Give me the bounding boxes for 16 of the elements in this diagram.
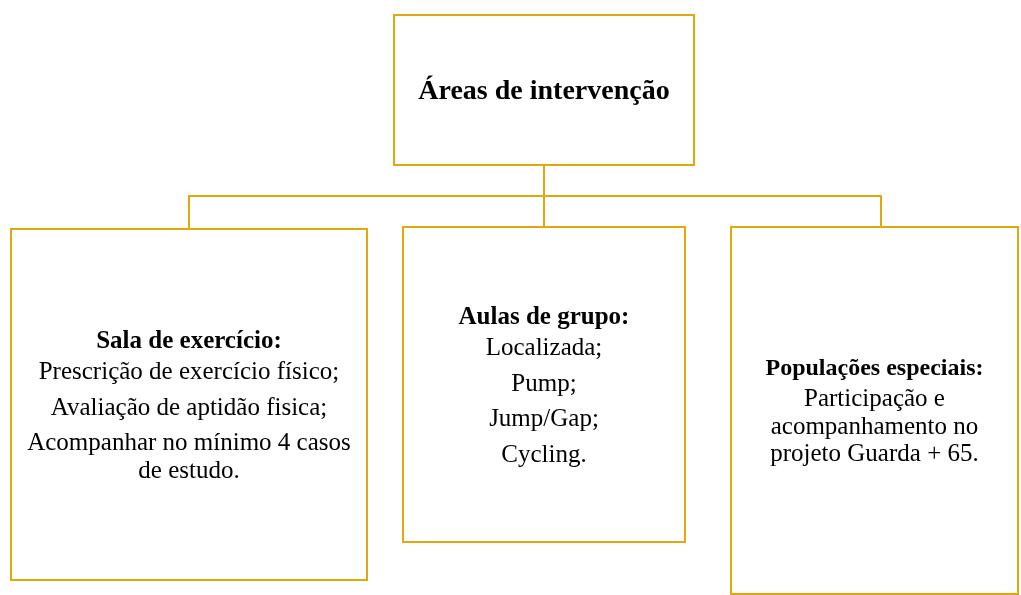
body-text: Acompanhar no mínimo 4 casos de estudo. — [26, 428, 352, 484]
heading: Sala de exercício: — [96, 325, 282, 354]
body-text: Cycling. — [501, 439, 587, 468]
body-text: Participação e acompanhamento no projeto Guarda + 65. — [769, 384, 980, 467]
body-text: Localizada; — [485, 333, 603, 361]
text-box — [10, 228, 368, 581]
body-text: Pump; — [511, 368, 577, 397]
body-text: Prescrição de exercício físico; — [38, 357, 340, 385]
heading: Populações especiais: — [765, 354, 984, 381]
text-box — [730, 226, 1019, 595]
heading: Aulas de grupo: — [458, 301, 630, 330]
text-box — [393, 14, 695, 166]
text-box — [402, 226, 686, 543]
heading: Áreas de intervenção — [418, 74, 670, 106]
body-text: Jump/Gap; — [489, 404, 599, 432]
body-text: Avaliação de aptidão fisica; — [50, 392, 328, 421]
